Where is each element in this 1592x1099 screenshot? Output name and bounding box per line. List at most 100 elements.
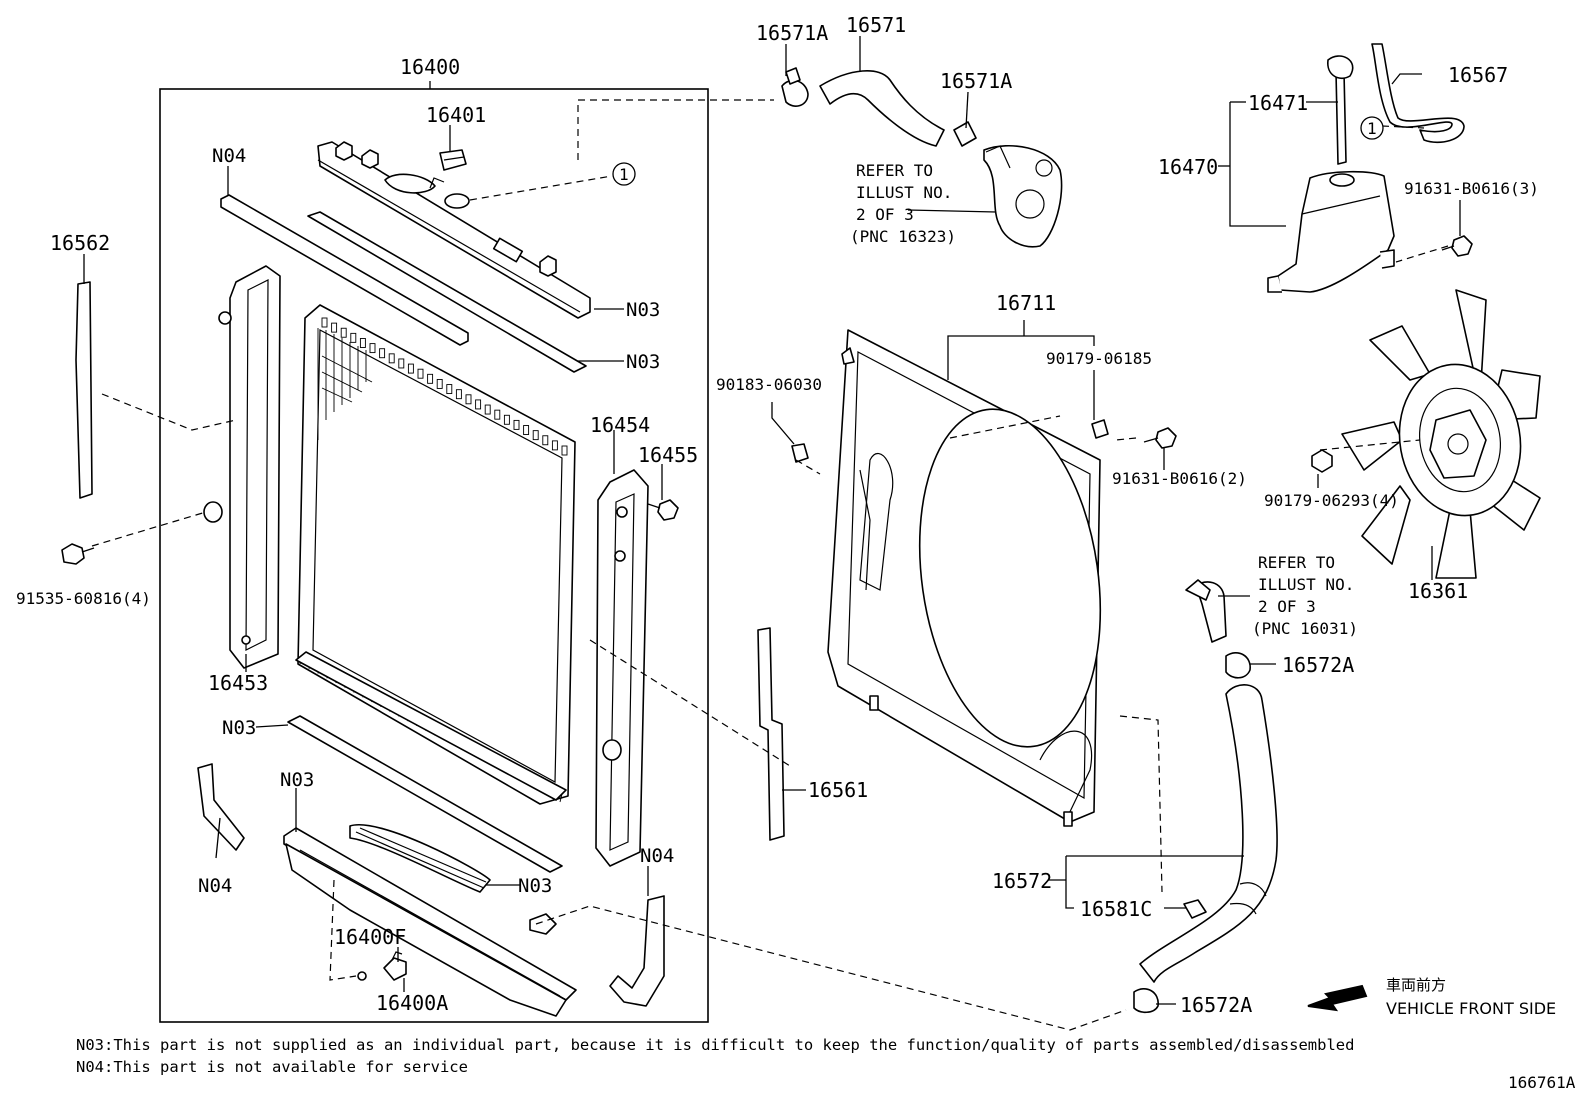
- core-fin: [494, 409, 501, 420]
- seal-16561: [757, 627, 785, 841]
- core-fin: [523, 425, 530, 435]
- callout-16711: 16711: [996, 291, 1056, 315]
- core-fin: [542, 435, 549, 446]
- drain-o-ring: [357, 971, 367, 981]
- reserve-tank: [1267, 170, 1395, 293]
- callout-90179-06293: 90179-06293(4): [1264, 491, 1399, 510]
- callout-16572A-a: 16572A: [1282, 653, 1354, 677]
- refer-b-line1: REFER TO: [1258, 553, 1335, 572]
- circle-callout-1-b-text: 1: [1367, 119, 1377, 138]
- core-fin: [484, 404, 491, 415]
- circle-callout-1-a-text: 1: [619, 165, 629, 184]
- refer-a-line3: 2 OF 3: [856, 205, 914, 224]
- callout-16571A-b: 16571A: [940, 69, 1012, 93]
- core-fin: [561, 445, 568, 456]
- right-side-bracket: [595, 469, 649, 867]
- core-fin: [350, 332, 357, 343]
- lower-tank-gasket: [287, 715, 563, 873]
- core-fin: [446, 384, 453, 395]
- upper-tank: [317, 141, 591, 319]
- callout-16562: 16562: [50, 231, 110, 255]
- vehicle-front-jp: 車両前方: [1386, 976, 1446, 994]
- callout-91535: 91535-60816(4): [16, 589, 151, 608]
- core-fin: [436, 378, 443, 389]
- left-lower-seal: [197, 763, 245, 851]
- upper-seal-strip: [220, 194, 469, 346]
- radiator-core: [295, 304, 576, 805]
- callout-16561: 16561: [808, 778, 868, 802]
- callout-16400F: 16400F: [334, 925, 406, 949]
- radiator-cap: [439, 149, 467, 171]
- refer-b-line4: (PNC 16031): [1252, 619, 1358, 638]
- radiator-assembly-frame: [159, 88, 709, 1023]
- refer-a-line2: ILLUST NO.: [856, 183, 952, 202]
- note-n03: N03:This part is not supplied as an indi…: [76, 1036, 1354, 1054]
- core-fin: [551, 440, 558, 451]
- fan-shroud: [827, 329, 1102, 827]
- cooling-fan: [1341, 289, 1541, 579]
- reservoir-hose-16471: [1327, 55, 1354, 165]
- core-fin: [465, 394, 472, 405]
- bolt-91535: [61, 543, 95, 565]
- bolt-91631-3: [1441, 235, 1473, 257]
- callout-n03-b: N03: [626, 351, 660, 373]
- clamp-16581C: [1183, 899, 1207, 919]
- callout-16581C: 16581C: [1080, 897, 1152, 921]
- right-lower-seal: [609, 895, 665, 1007]
- callout-16455: 16455: [638, 443, 698, 467]
- bolt-91631-2: [1143, 427, 1177, 449]
- core-fin: [369, 343, 376, 354]
- callout-91631-2: 91631-B0616(2): [1112, 469, 1247, 488]
- core-fin: [455, 389, 462, 400]
- left-side-bracket: [203, 265, 281, 669]
- water-inlet: [1185, 579, 1227, 643]
- refer-a-line1: REFER TO: [856, 161, 933, 180]
- circle-callout-1-b: [1360, 116, 1384, 140]
- core-fin: [475, 399, 482, 410]
- vehicle-front-en: VEHICLE FRONT SIDE: [1386, 999, 1556, 1018]
- core-fin: [379, 348, 386, 359]
- core-fin: [388, 353, 395, 364]
- illustration-id: 166761A: [1508, 1073, 1576, 1092]
- callout-90179-06185: 90179-06185: [1046, 349, 1152, 368]
- nut-90179-06293: [1311, 449, 1333, 473]
- callout-90183-06030: 90183-06030: [716, 375, 822, 394]
- callout-16401: 16401: [426, 103, 486, 127]
- drain-cock: [383, 951, 407, 981]
- core-fin: [321, 317, 328, 328]
- callout-16453: 16453: [208, 671, 268, 695]
- core-fin: [503, 414, 510, 425]
- bolt-16455: [647, 499, 679, 521]
- callout-n03-e: N03: [518, 875, 552, 897]
- callout-16567: 16567: [1448, 63, 1508, 87]
- core-fin: [427, 373, 434, 384]
- callout-n04-right: N04: [640, 845, 674, 867]
- lower-hose: [1139, 684, 1278, 983]
- callout-n03-d: N03: [280, 769, 314, 791]
- callout-16470: 16470: [1158, 155, 1218, 179]
- upper-tank-gasket: [307, 211, 587, 373]
- callout-16454: 16454: [590, 413, 650, 437]
- hose-clamp-a: [781, 67, 809, 107]
- vehicle-front-arrow: [1307, 984, 1368, 1012]
- callout-91631-3: 91631-B0616(3): [1404, 179, 1539, 198]
- reservoir-hose-16567: [1371, 43, 1465, 144]
- core-fin: [407, 363, 414, 374]
- callout-n03-c: N03: [222, 717, 256, 739]
- circle-callout-1-a: [612, 162, 636, 186]
- callout-n03-a: N03: [626, 299, 660, 321]
- core-fin: [340, 327, 347, 338]
- callout-16471: 16471: [1248, 91, 1308, 115]
- lower-tank: [283, 823, 577, 1017]
- hose-clamp-b: [953, 121, 977, 147]
- core-fin: [398, 358, 405, 369]
- upper-hose: [819, 70, 945, 147]
- note-n04: N04:This part is not available for servi…: [76, 1058, 468, 1076]
- callout-n04-left: N04: [198, 875, 232, 897]
- core-fin: [532, 430, 539, 441]
- refer-b-line2: ILLUST NO.: [1258, 575, 1354, 594]
- core-fin: [359, 338, 366, 348]
- callout-16571: 16571: [846, 13, 906, 37]
- callout-n04-top: N04: [212, 145, 246, 167]
